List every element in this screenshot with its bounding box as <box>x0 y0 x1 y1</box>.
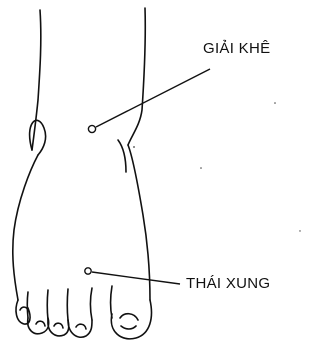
leg-right-outline <box>128 8 145 145</box>
speck <box>274 102 276 104</box>
giai-khe-point <box>88 125 95 132</box>
giai-khe-leader-line <box>96 69 210 127</box>
toenail-second <box>76 324 86 329</box>
toenail-third <box>54 323 63 328</box>
thai-xung-label: THÁI XUNG <box>186 275 270 292</box>
ankle-bone-outline <box>30 120 46 155</box>
speck <box>200 167 202 169</box>
foot-left-outline <box>13 155 38 300</box>
speck <box>133 146 135 148</box>
toe-separation-4 <box>91 288 93 320</box>
giai-khe-label: GIẢI KHÊ <box>203 40 270 57</box>
toe-big-outline <box>111 300 151 339</box>
toenail-big <box>120 314 138 320</box>
thai-xung-point <box>85 268 91 274</box>
speck <box>299 230 300 231</box>
thai-xung-leader-line <box>92 272 180 284</box>
toe-separation-2 <box>47 290 48 320</box>
toenail-big-detail <box>121 326 136 329</box>
toe-third-outline <box>48 320 69 336</box>
toe-second-outline <box>68 320 92 337</box>
toe-separation-3 <box>67 289 68 320</box>
toe-separation-1 <box>27 292 28 318</box>
toenail-fourth <box>36 321 45 326</box>
leg-left-outline <box>32 10 41 150</box>
toe-separation-5 <box>111 286 113 318</box>
tendon-outline <box>118 140 126 172</box>
